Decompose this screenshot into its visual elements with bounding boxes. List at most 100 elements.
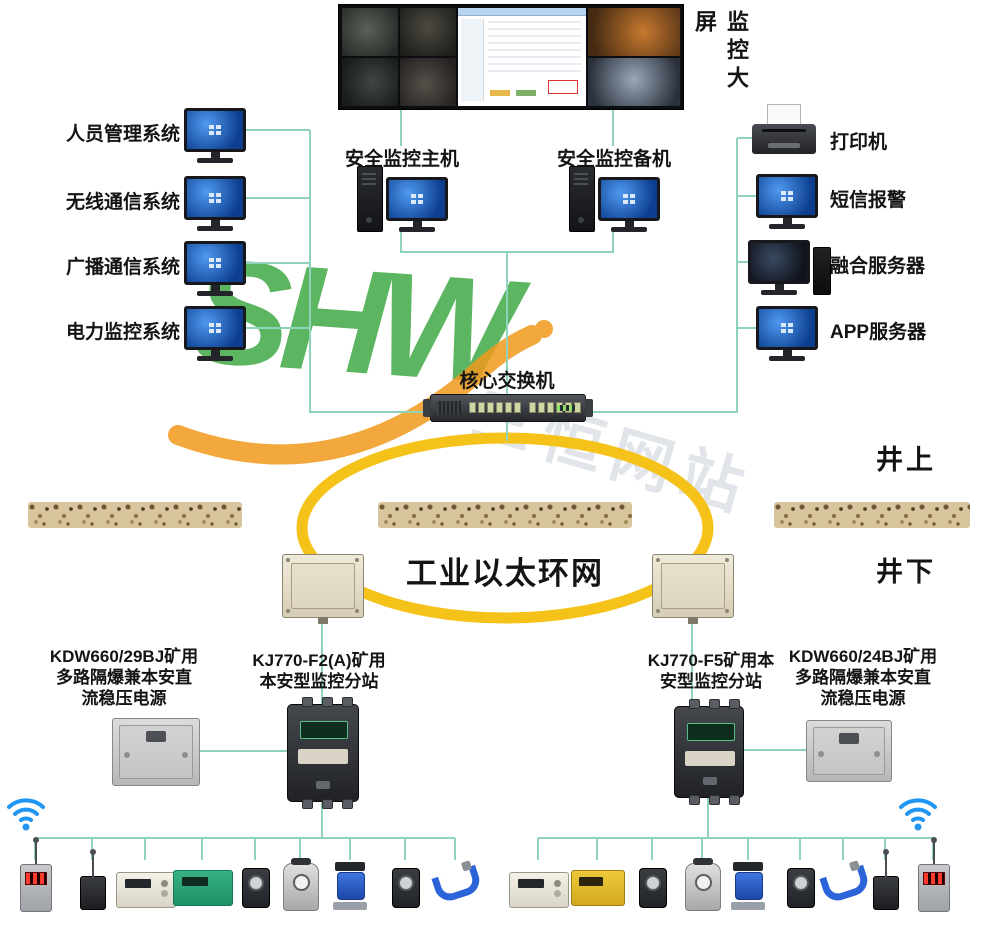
wifi-icon	[4, 792, 48, 837]
personnel-system-monitor	[184, 108, 246, 163]
monitoring-software-panel	[458, 8, 586, 106]
sensor-blue-valve	[729, 862, 767, 910]
monitor-base	[197, 291, 233, 296]
substation-nameplate	[298, 749, 348, 764]
sensor-blue-valve	[331, 862, 369, 910]
sensor-instrument-box	[116, 872, 176, 908]
label-fusion-server: 融合服务器	[830, 256, 926, 277]
latch	[874, 751, 880, 757]
label-above-ground: 井上	[876, 445, 936, 475]
antenna	[33, 837, 39, 866]
sensor-body	[918, 864, 950, 912]
sensor-body	[571, 870, 625, 906]
sensor-methane-detector	[173, 870, 233, 906]
led-display	[923, 872, 945, 885]
sensor-transmitter	[873, 849, 899, 910]
monitor-stand	[782, 218, 792, 224]
monitor-base	[197, 356, 233, 361]
sensor-yellow-device	[571, 870, 625, 906]
sensor-body	[283, 858, 319, 911]
label-right-substation: KJ770-F5矿用本 安型监控分站	[647, 651, 775, 691]
sensor-body	[80, 876, 106, 910]
monitor-screen	[184, 108, 246, 152]
safety-main-host	[357, 166, 448, 232]
label-core-switch: 核心交换机	[459, 371, 555, 392]
sensor-transmitter	[80, 849, 106, 910]
fusion-server	[748, 240, 831, 295]
label-left-substation: KJ770-F2(A)矿用 本安型监控分站	[252, 651, 386, 691]
sensor-body	[639, 868, 667, 908]
sensor-body	[729, 862, 767, 910]
core-switch	[423, 394, 593, 422]
sensor-body	[685, 858, 721, 911]
camera-feed-panel	[400, 58, 456, 106]
pc-tower	[357, 166, 383, 232]
sensor-round-gauge	[283, 858, 319, 911]
monitor-base	[197, 158, 233, 163]
monitor-stand	[210, 220, 220, 226]
ground-strip-middle	[378, 502, 632, 528]
ethernet-ring	[296, 432, 714, 624]
monitor-stand	[210, 285, 220, 291]
camera-feed-panel	[342, 8, 398, 56]
windows-logo-icon	[208, 322, 222, 334]
junction-box-left	[282, 554, 364, 624]
broadcast-system-monitor	[184, 241, 246, 296]
monitor-screen	[184, 176, 246, 220]
switch-leds	[557, 405, 575, 411]
monitor-screen	[748, 240, 810, 284]
pc-monitor	[598, 177, 660, 232]
sensor-body	[816, 860, 871, 914]
junction-box-right	[652, 554, 734, 624]
monitor-base	[769, 224, 805, 229]
monitor-screen	[386, 177, 448, 221]
power-supply-right	[806, 720, 892, 782]
printer-body	[752, 124, 816, 154]
monitor-base	[761, 290, 797, 295]
monitor-base	[197, 226, 233, 231]
monitor-wall	[338, 4, 684, 110]
latch	[182, 752, 188, 758]
label-printer: 打印机	[830, 132, 888, 153]
wifi-icon	[896, 792, 940, 837]
monitor-screen	[756, 174, 818, 218]
camera-feed-panel	[400, 8, 456, 56]
sensor-gauge-small	[639, 868, 667, 908]
sensor-blue-clamp	[821, 866, 865, 908]
latch	[124, 752, 130, 758]
monitor-screen	[184, 241, 246, 285]
substation-left	[287, 697, 359, 809]
label-sms-alarm: 短信报警	[830, 190, 907, 211]
cable-glands-top	[689, 699, 740, 709]
server-monitor	[748, 240, 810, 295]
sensor-body	[509, 872, 569, 908]
switch-vents	[437, 401, 461, 415]
monitor-stand	[210, 350, 220, 356]
app-titlebar	[458, 8, 586, 16]
monitor-stand	[782, 350, 792, 356]
power-system-monitor	[184, 306, 246, 361]
label-ring-network: 工业以太环网	[406, 556, 604, 591]
label-backup-host: 安全监控备机	[556, 149, 671, 170]
led-display	[25, 872, 47, 885]
sensor-body	[116, 872, 176, 908]
port-group	[469, 402, 521, 413]
sensor-body	[242, 868, 270, 908]
sensor-body	[20, 864, 52, 912]
label-below-ground: 井下	[876, 557, 936, 587]
windows-logo-icon	[780, 322, 794, 334]
label-personnel-system: 人员管理系统	[65, 124, 180, 145]
ground-strip-left	[28, 502, 242, 528]
windows-logo-icon	[780, 190, 794, 202]
substation-display	[300, 721, 348, 739]
sensor-body	[787, 868, 815, 908]
sensor-dark-box	[392, 868, 420, 908]
latch	[818, 751, 824, 757]
bolts	[656, 558, 660, 562]
antenna	[883, 849, 889, 878]
sensor-blue-clamp	[433, 866, 477, 908]
cable-glands-top	[302, 697, 353, 707]
label-left-power-supply: KDW660/29BJ矿用 多路隔爆兼本安直 流稳压电源	[49, 647, 199, 708]
sensor-body	[873, 876, 899, 910]
